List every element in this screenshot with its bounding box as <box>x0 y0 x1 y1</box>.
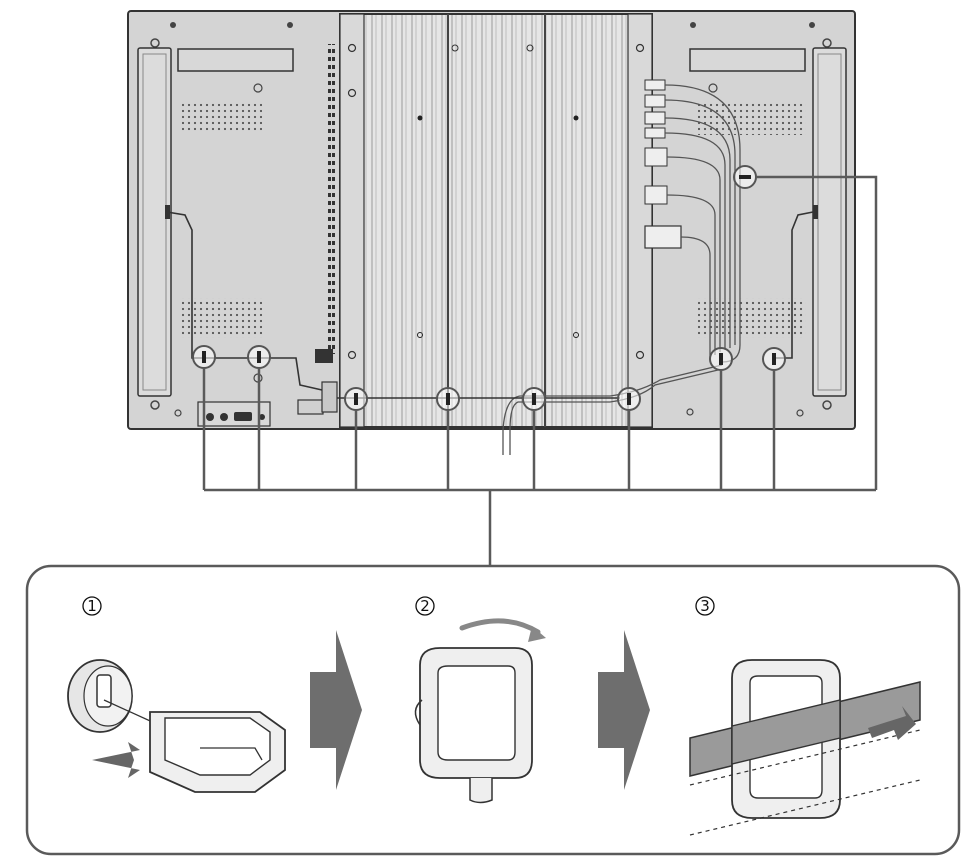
left-handle <box>137 47 172 397</box>
clamp-marker <box>522 387 546 411</box>
cable-wrap-strip <box>327 44 336 354</box>
vent-grid <box>182 298 262 338</box>
svg-text:1: 1 <box>87 597 97 615</box>
cord-clip-left <box>165 205 170 219</box>
clamp-marker <box>733 165 757 189</box>
clamp-marker <box>192 345 216 369</box>
step-1-illustration <box>67 659 286 793</box>
top-left-slot <box>177 48 294 72</box>
clamp-marker <box>617 387 641 411</box>
power-connector <box>297 349 338 415</box>
leader-lines <box>202 175 878 566</box>
heat-sink <box>339 13 653 428</box>
vent-grid <box>698 298 806 338</box>
clamp-marker <box>436 387 460 411</box>
vent-grid <box>698 103 806 135</box>
step-2-number: 2 <box>415 596 435 616</box>
power-cord <box>166 211 814 399</box>
vent-grid <box>182 103 262 133</box>
step-2-illustration <box>414 618 546 804</box>
clamp-markers <box>192 165 786 411</box>
cable-bundle <box>502 84 741 455</box>
step-3-illustration <box>689 659 921 836</box>
next-step-arrow-icon <box>598 630 650 790</box>
clamp-marker <box>709 347 733 371</box>
clamp-marker <box>247 345 271 369</box>
clamp-marker <box>344 387 368 411</box>
next-step-arrow-icon <box>310 630 362 790</box>
right-handle <box>812 47 847 397</box>
svg-text:2: 2 <box>420 597 430 615</box>
step-1-number: 1 <box>82 596 102 616</box>
clamp-marker <box>762 347 786 371</box>
svg-text:3: 3 <box>700 597 710 615</box>
top-right-slot <box>689 48 806 72</box>
cord-clip-right <box>813 205 818 219</box>
input-connectors <box>644 79 682 249</box>
step-3-number: 3 <box>695 596 715 616</box>
